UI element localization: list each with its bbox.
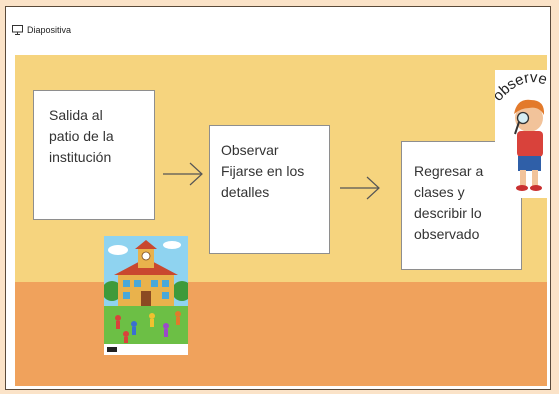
school-illustration[interactable] <box>104 236 188 355</box>
step-3-line-3: describir lo <box>414 205 482 221</box>
step-3-line-4: observado <box>414 226 480 242</box>
step-1-line-2: patio de la <box>49 128 114 144</box>
step-box-2[interactable]: Observar Fijarse en los detalles <box>209 125 330 254</box>
panel-header: Diapositiva <box>12 21 71 39</box>
slide-panel: Diapositiva Salida al patio de la instit… <box>5 6 551 390</box>
step-2-line-1: Observar <box>221 142 279 158</box>
panel-title: Diapositiva <box>27 25 72 35</box>
monitor-icon <box>12 25 23 35</box>
step-2-line-2: Fijarse en los <box>221 163 305 179</box>
step-2-line-3: detalles <box>221 184 270 200</box>
step-1-line-1: Salida al <box>49 107 103 123</box>
step-1-line-3: institución <box>49 149 112 165</box>
arrow-right-icon <box>163 162 203 186</box>
step-box-1[interactable]: Salida al patio de la institución <box>33 90 155 220</box>
arrow-right-icon <box>340 176 380 200</box>
slide-canvas[interactable]: Salida al patio de la institución Observ… <box>15 55 547 386</box>
slide-background-floor <box>15 282 547 386</box>
step-3-line-1: Regresar a <box>414 163 484 179</box>
step-3-line-2: clases y <box>414 184 465 200</box>
